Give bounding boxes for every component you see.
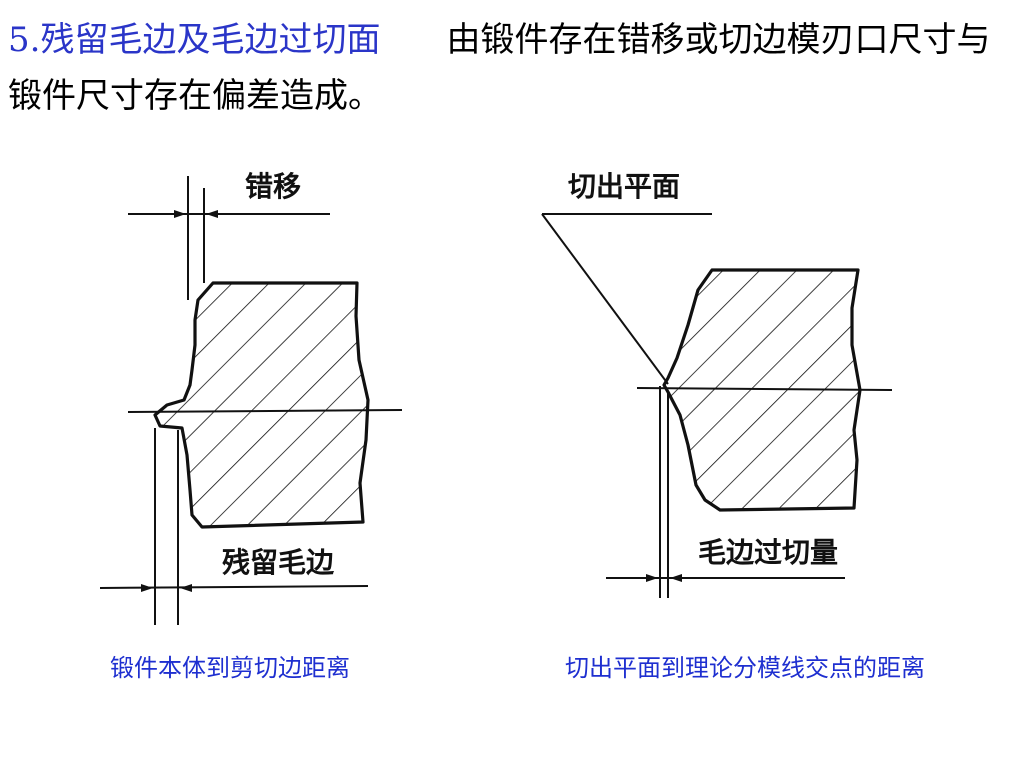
right-overcut-arrow-right	[646, 574, 658, 582]
right-parting-line	[636, 387, 893, 391]
caption-right: 切出平面到理论分模线交点的距离	[565, 654, 925, 682]
heading-body: 由锻件存在错移或切边模刃口尺寸与锻件尺寸存在偏差造成。	[8, 20, 991, 116]
slide-heading: 5.残留毛边及毛边过切面由锻件存在错移或切边模刃口尺寸与锻件尺寸存在偏差造成。	[8, 12, 1008, 124]
left-parting-line	[127, 409, 403, 413]
left-figure: 错移 残留毛边	[99, 170, 403, 625]
left-label-residual-flash: 残留毛边	[222, 546, 335, 579]
left-flash-dim-line	[99, 585, 369, 589]
right-cut-plane-leader	[541, 213, 669, 385]
left-forging-body	[153, 281, 370, 529]
right-label-overcut: 毛边过切量	[698, 536, 838, 569]
right-overcut-arrow-left	[670, 574, 682, 582]
left-flash-arrow-left	[180, 584, 192, 592]
right-figure: 切出平面 毛边过切量	[541, 170, 893, 598]
left-label-offset: 错移	[245, 170, 301, 203]
left-offset-arrow-right	[174, 210, 186, 218]
heading-lead: 5.残留毛边及毛边过切面	[8, 20, 381, 60]
caption-left: 锻件本体到剪切边距离	[110, 654, 350, 682]
right-forging-body	[662, 268, 862, 512]
left-flash-arrow-right	[141, 584, 153, 592]
left-offset-arrow-left	[206, 210, 218, 218]
right-label-cut-plane: 切出平面	[568, 170, 680, 203]
